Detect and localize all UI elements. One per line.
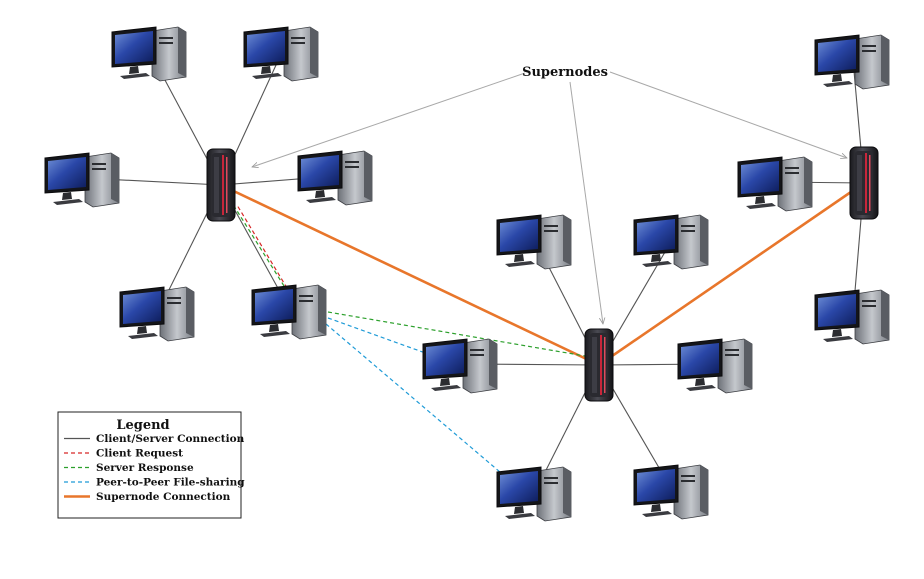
desktop-computer-icon: [496, 214, 572, 270]
client-request-line: [236, 204, 288, 289]
supernode-arrow-left: [252, 72, 526, 167]
supernode-connection: [220, 183, 600, 367]
supernode-arrow-center: [569, 81, 603, 324]
legend-box: [57, 411, 242, 519]
legend-item-client-request: Client Request: [64, 448, 183, 460]
legend-title: Legend: [116, 418, 169, 433]
legend-item-p2p: Peer-to-Peer File-sharing: [64, 477, 245, 489]
desktop-computer-icon: [633, 464, 709, 520]
server-tower-icon: [206, 148, 236, 222]
desktop-computer-icon: [111, 26, 187, 82]
desktop-computer-icon: [297, 150, 373, 206]
legend-label: Peer-to-Peer File-sharing: [96, 477, 245, 489]
server-response-line: [327, 311, 586, 357]
server-response-line: [233, 205, 285, 287]
supernodes-label: Supernodes: [522, 65, 608, 80]
desktop-computer-icon: [44, 152, 120, 208]
legend-label: Server Response: [96, 462, 194, 474]
supernodes-annotation: Supernodes: [252, 65, 847, 324]
desktop-computer-icon: [633, 214, 709, 270]
desktop-computer-icon: [814, 289, 890, 345]
desktop-computer-icon: [243, 26, 319, 82]
legend-item-supernode: Supernode Connection: [64, 491, 231, 503]
legend-label: Client/Server Connection: [96, 433, 245, 445]
desktop-computer-icon: [496, 466, 572, 522]
desktop-computer-icon: [119, 286, 195, 342]
server-tower-icon: [584, 328, 614, 402]
legend-item-server-response: Server Response: [64, 462, 194, 474]
supernode-arrow-right: [609, 71, 847, 158]
p2p-line: [327, 317, 432, 356]
desktop-computer-icon: [737, 156, 813, 212]
desktop-computer-icon: [677, 338, 753, 394]
legend-label: Client Request: [96, 448, 183, 460]
network-nodes: [44, 26, 890, 522]
server-tower-icon: [849, 146, 879, 220]
legend-item-client-server: Client/Server Connection: [64, 433, 245, 445]
desktop-computer-icon: [422, 338, 498, 394]
legend-label: Supernode Connection: [96, 491, 231, 503]
supernode-connection: [598, 181, 865, 367]
desktop-computer-icon: [251, 284, 327, 340]
p2p-line: [325, 323, 508, 479]
desktop-computer-icon: [814, 34, 890, 90]
